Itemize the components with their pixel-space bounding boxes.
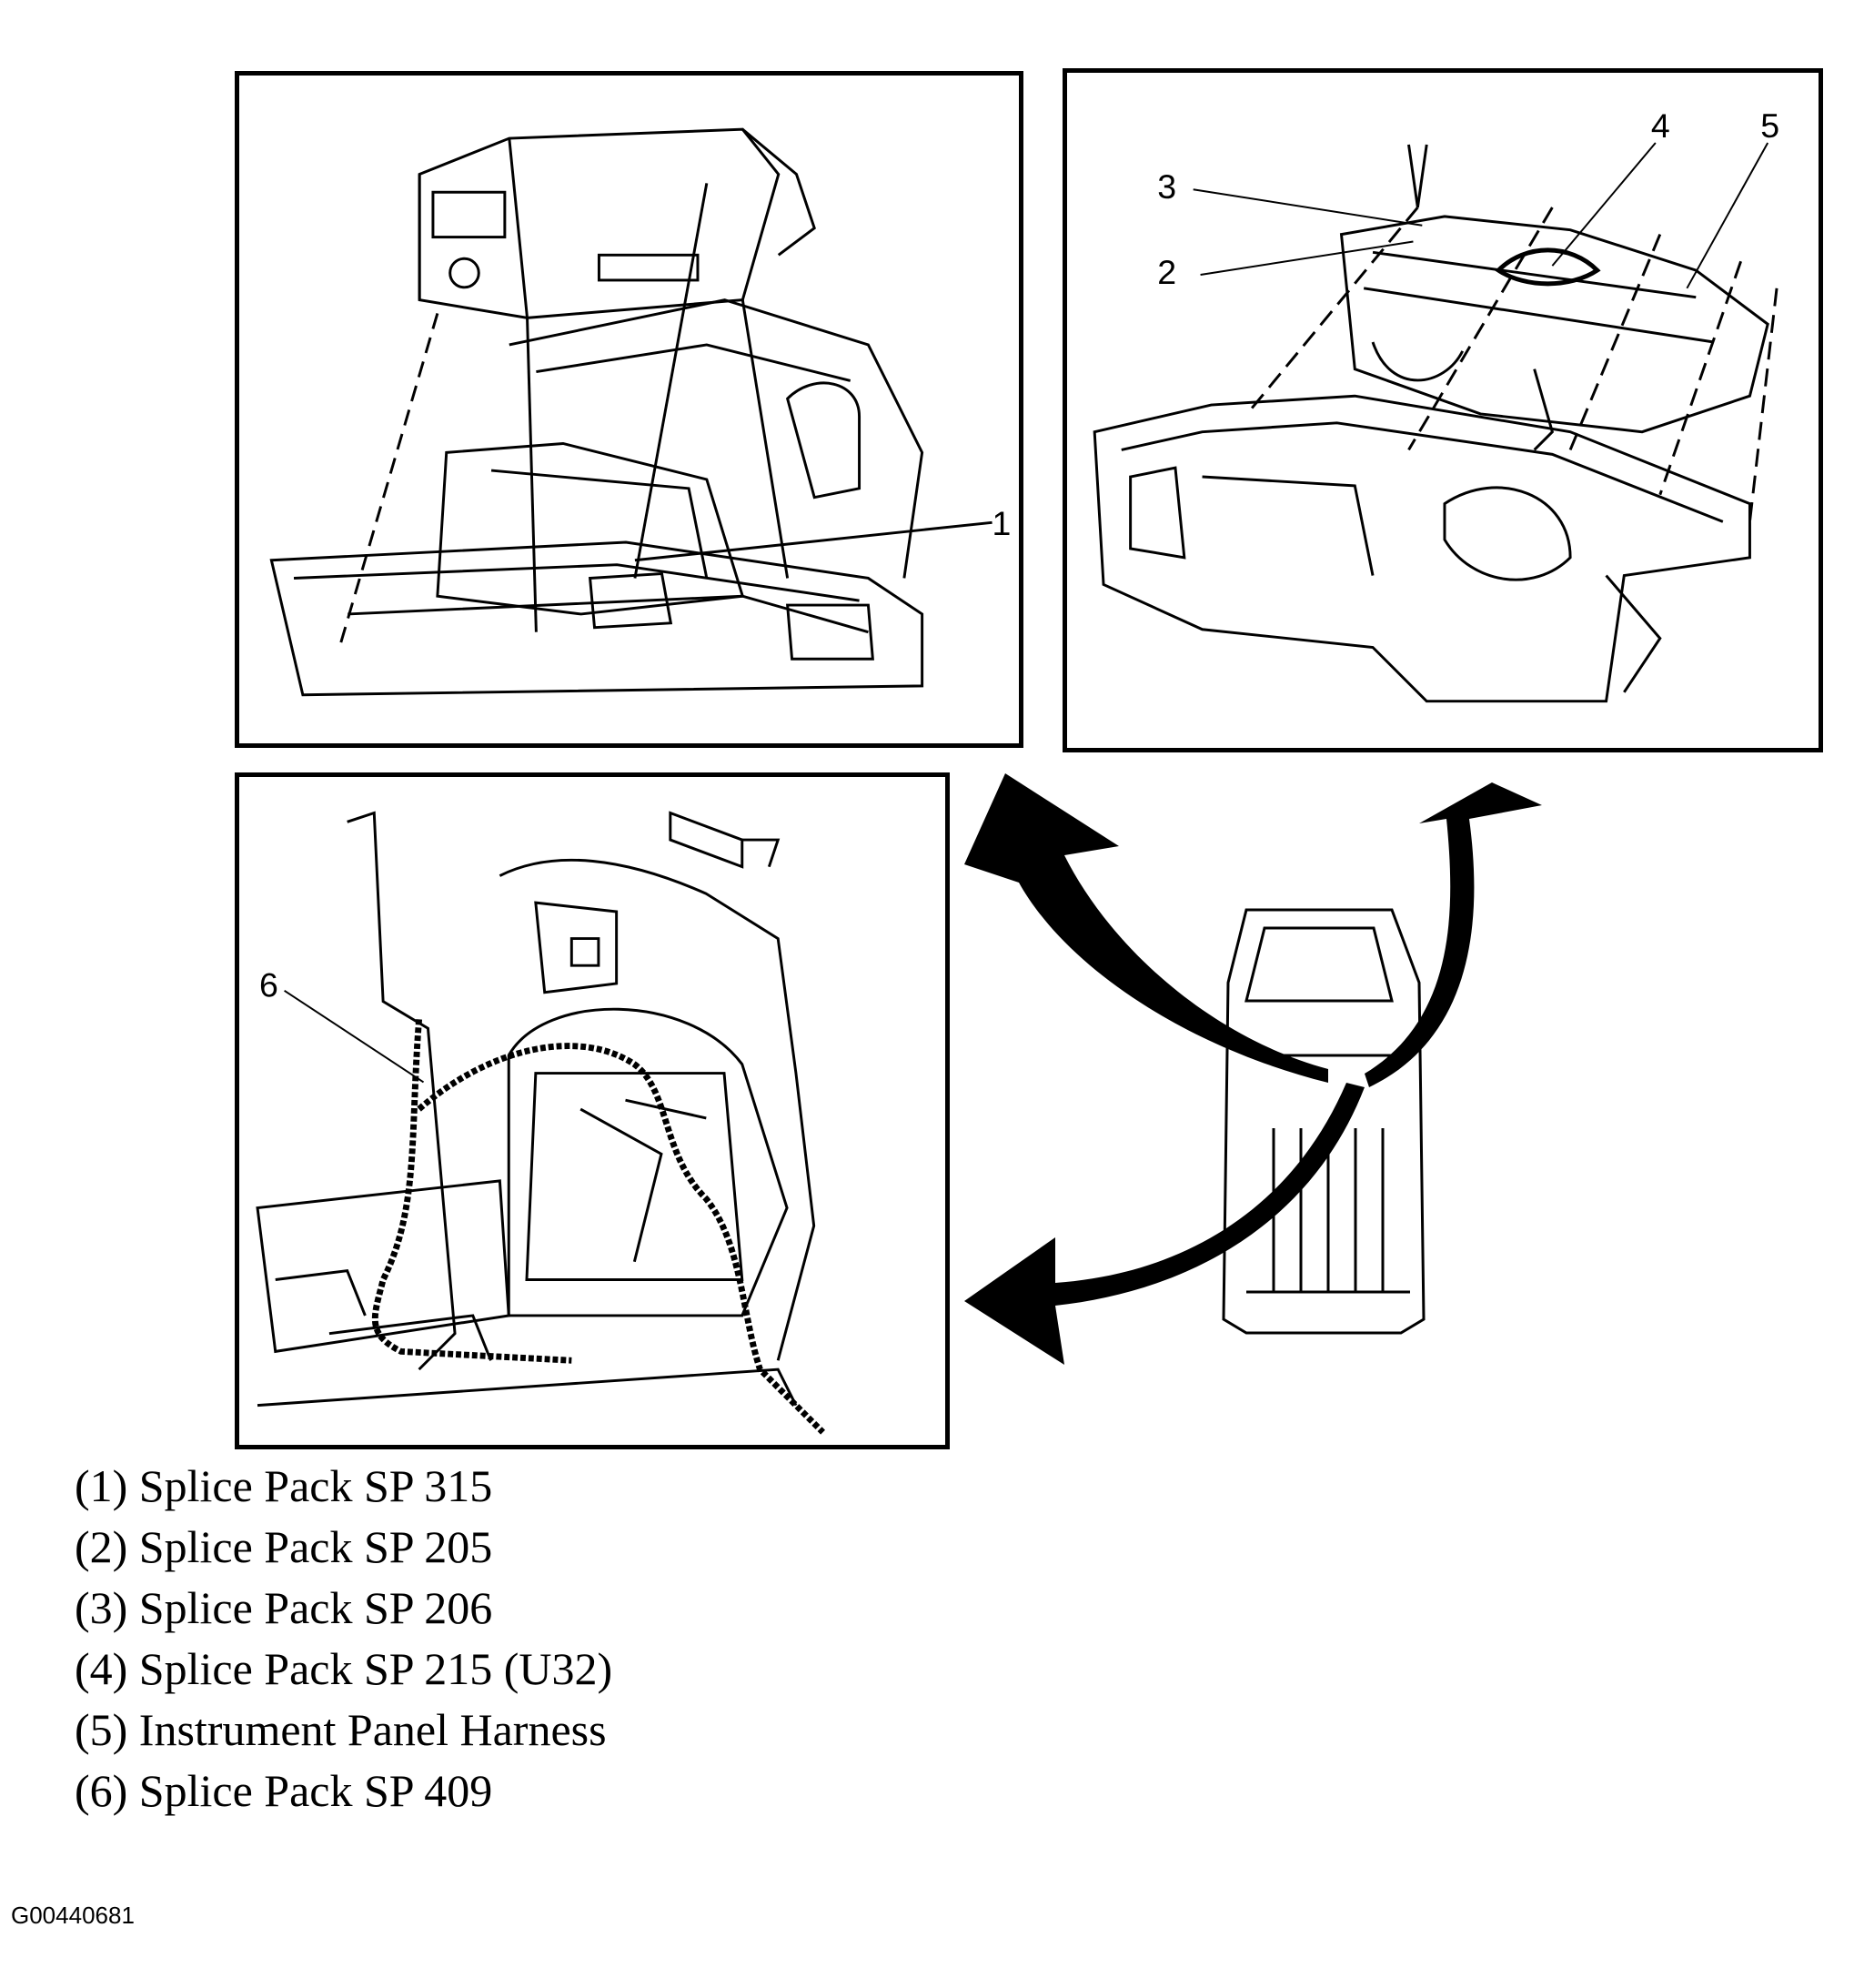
callout-4: 4 xyxy=(1651,106,1670,145)
arrow-to-instrument-panel-view xyxy=(1365,782,1542,1087)
figure-id: G00440681 xyxy=(11,1902,135,1929)
legend-item: (2) Splice Pack SP 205 xyxy=(75,1521,493,1572)
callout-2: 2 xyxy=(1157,253,1176,291)
legend-item: (4) Splice Pack SP 215 (U32) xyxy=(75,1643,613,1694)
callout-5: 5 xyxy=(1760,106,1779,145)
console-floor-drawing: 1 xyxy=(269,127,1012,697)
vehicle-locator xyxy=(964,773,1542,1365)
console-floor-view: 1 xyxy=(235,71,1023,748)
callout-1: 1 xyxy=(992,504,1012,542)
vehicle-outline xyxy=(1222,908,1426,1335)
instrument-panel-view: 2 3 4 5 xyxy=(1063,68,1823,752)
rear-quarter-view: 6 xyxy=(235,772,950,1449)
callout-6: 6 xyxy=(259,966,278,1004)
legend: (1) Splice Pack SP 315 (2) Splice Pack S… xyxy=(75,1456,612,1821)
legend-item: (6) Splice Pack SP 409 xyxy=(75,1765,493,1816)
arrow-to-console-view xyxy=(964,773,1328,1083)
legend-item: (5) Instrument Panel Harness xyxy=(75,1704,607,1755)
legend-item: (3) Splice Pack SP 206 xyxy=(75,1582,493,1633)
rear-quarter-drawing: 6 xyxy=(256,811,825,1435)
arrow-to-rear-quarter-view xyxy=(964,1083,1365,1365)
instrument-panel-drawing: 2 3 4 5 xyxy=(1093,106,1779,703)
legend-item: (1) Splice Pack SP 315 xyxy=(75,1460,493,1511)
callout-3: 3 xyxy=(1157,167,1176,206)
